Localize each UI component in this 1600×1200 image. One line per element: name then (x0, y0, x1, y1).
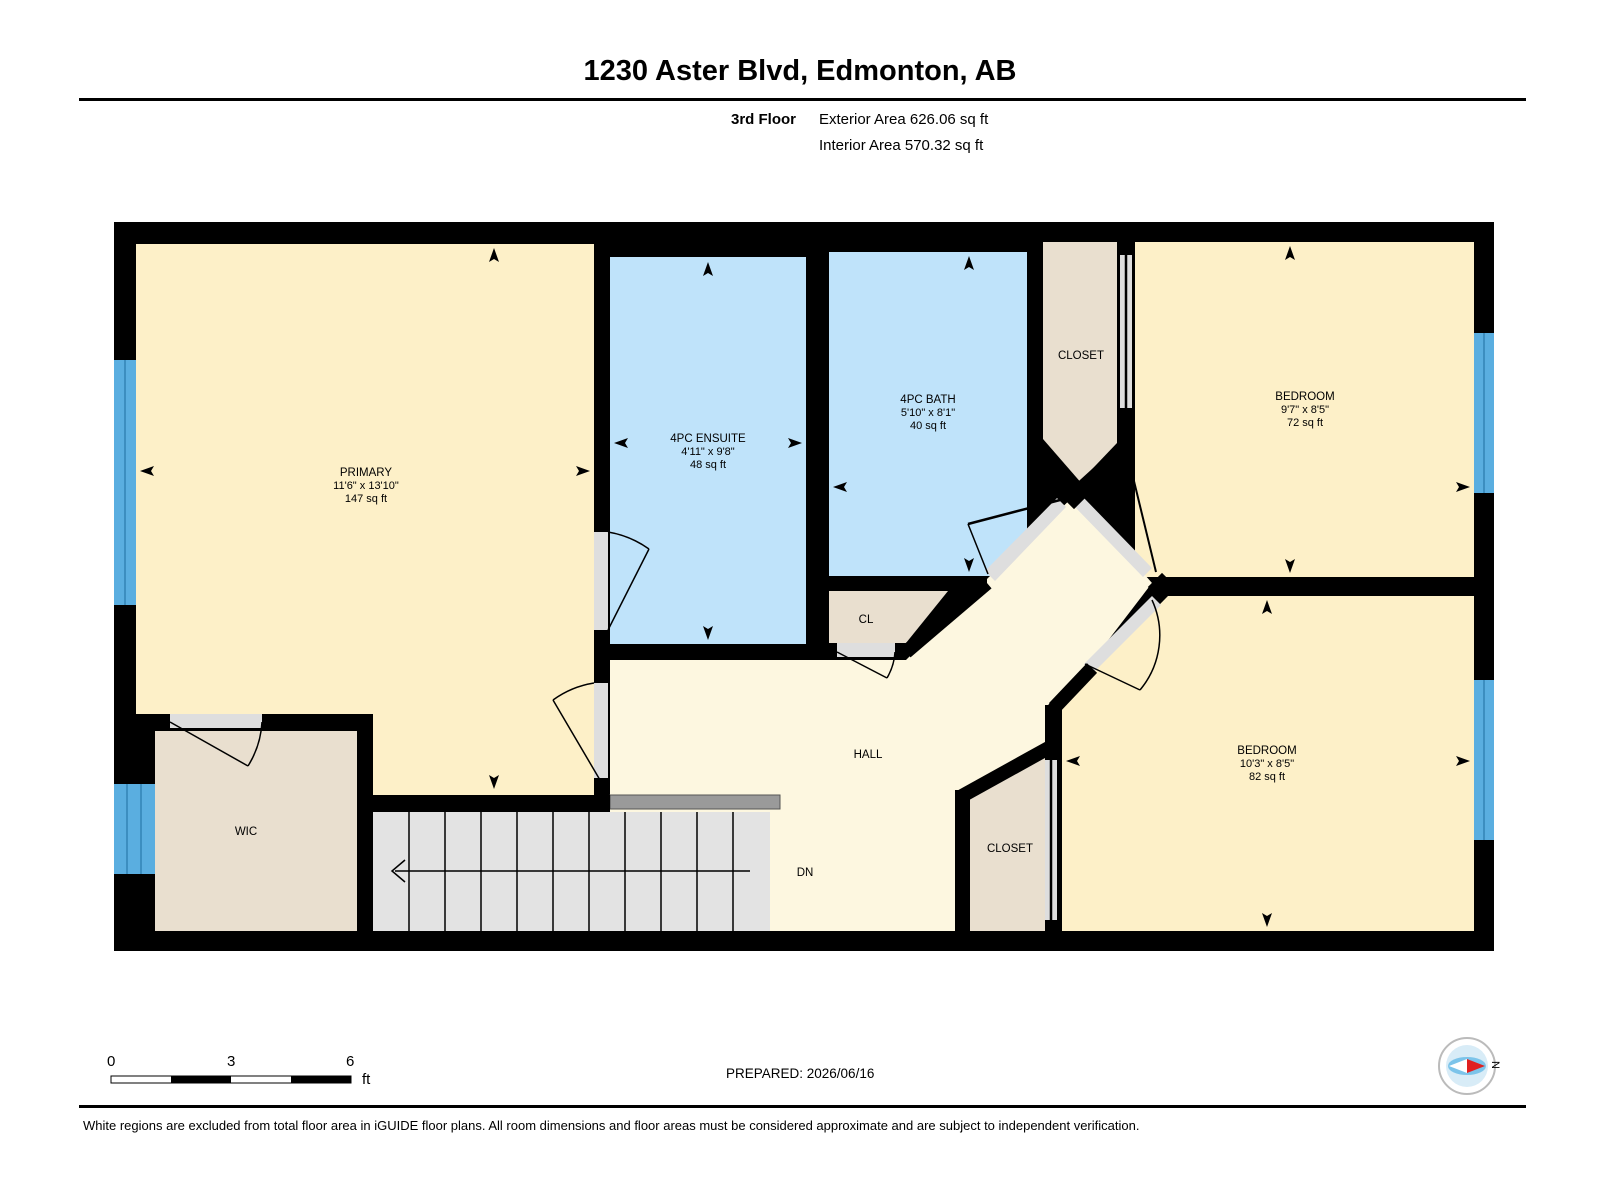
bedroom-top-room (1135, 242, 1474, 577)
bedroom-top-area: 72 sq ft (1287, 417, 1323, 429)
bath-name: 4PC BATH (900, 394, 955, 406)
hall-room (610, 495, 1152, 931)
bedroom-top-name: BEDROOM (1275, 391, 1334, 403)
bedroom-bottom-fill (1062, 596, 1474, 931)
bath-room (829, 252, 1027, 576)
compass-north-label: N (1488, 1061, 1501, 1069)
exterior-area: Exterior Area 626.06 sq ft (819, 111, 989, 128)
bedroom-bottom-name: BEDROOM (1237, 745, 1296, 757)
ensuite-dims: 4'11" x 9'8" (681, 446, 734, 458)
closet-top-name: CLOSET (1058, 350, 1104, 362)
scale-bar (110, 1075, 352, 1084)
door-swings (169, 255, 1161, 920)
bedroom-bottom-dims: 10'3" x 8'5" (1240, 758, 1294, 770)
cl-room (829, 591, 948, 643)
cl-name: CL (859, 614, 874, 626)
closet-bottom-name: CLOSET (987, 843, 1033, 855)
scale-label-3: 3 (227, 1053, 236, 1070)
closet-top-room (1043, 242, 1117, 487)
ensuite-area: 48 sq ft (690, 459, 726, 471)
window-wic (114, 784, 155, 874)
wic-name: WIC (235, 826, 257, 838)
wic-room (155, 731, 357, 931)
scale-unit: ft (362, 1071, 371, 1088)
bedroom-top-dims: 9'7" x 8'5" (1281, 404, 1329, 416)
closet-bottom-room (970, 743, 1045, 931)
bath-area: 40 sq ft (910, 420, 946, 432)
stairs-label: DN (797, 867, 814, 879)
interior-walls (136, 242, 1474, 931)
dimension-arrows (140, 246, 1470, 927)
diagonal-walls (901, 436, 1177, 803)
scale-label-6: 6 (346, 1053, 355, 1070)
bath-dims: 5'10" x 8'1" (901, 407, 955, 419)
compass-icon (1438, 1037, 1496, 1095)
floor-label: 3rd Floor (731, 111, 797, 128)
primary-room (136, 244, 594, 714)
prepared-date: PREPARED: 2026/06/16 (726, 1066, 875, 1081)
stair-arrow-head (390, 859, 406, 883)
scale-label-0: 0 (107, 1053, 116, 1070)
ensuite-name: 4PC ENSUITE (670, 433, 746, 445)
primary-dims: 11'6" x 13'10" (333, 480, 399, 492)
window-mullions (124, 333, 1485, 874)
primary-room-extension (373, 700, 594, 795)
page-title: 1230 Aster Blvd, Edmonton, AB (583, 55, 1017, 87)
stair-rail (609, 794, 781, 810)
disclaimer: White regions are excluded from total fl… (83, 1118, 1140, 1133)
bedroom-bottom-area: 82 sq ft (1249, 771, 1285, 783)
primary-name: PRIMARY (340, 467, 393, 479)
primary-area: 147 sq ft (345, 493, 387, 505)
interior-area: Interior Area 570.32 sq ft (819, 137, 984, 154)
ensuite-room (610, 257, 806, 644)
header-rule (79, 98, 1526, 101)
hall-name: HALL (854, 749, 883, 761)
footer-rule (79, 1105, 1526, 1108)
